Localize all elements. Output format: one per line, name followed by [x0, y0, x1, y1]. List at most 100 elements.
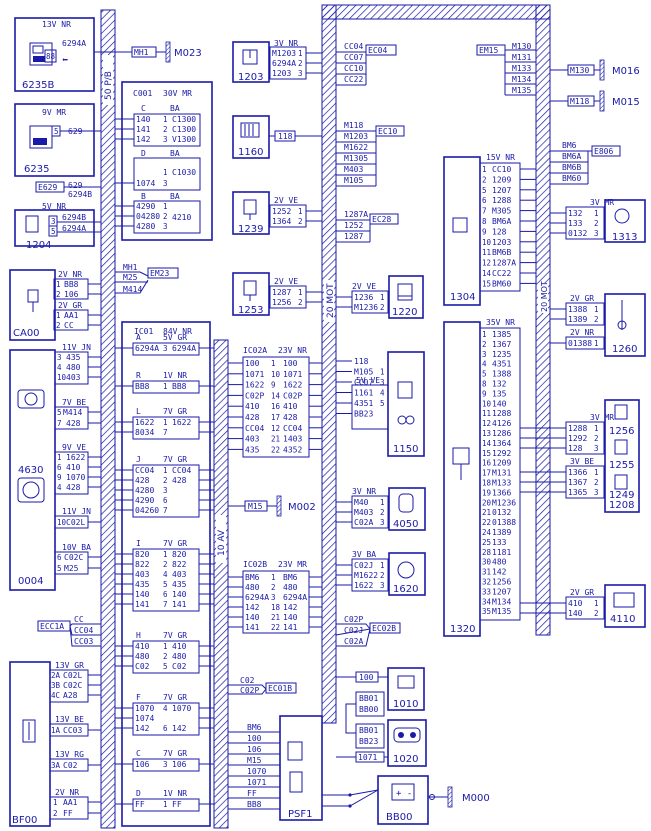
- bus-top-right: 20 MOT: [321, 4, 551, 636]
- cell-text: M134: [492, 597, 511, 606]
- component-1256[interactable]: 3V MR 1256 1255 1249 1208 3V BE: [565, 399, 640, 513]
- cell-text: 1388: [492, 370, 511, 379]
- row: 4280: [136, 222, 155, 231]
- component-id: 1255: [609, 460, 634, 471]
- cell-text: CC07: [354, 378, 373, 387]
- component-1220[interactable]: 2V VE 1220: [351, 275, 424, 319]
- component-1010[interactable]: 100 1010 BB01 BB00: [336, 667, 425, 717]
- component-ca00[interactable]: CA00 2V NR 1 BB8 2 106 2V GR 1 AA1 2 CC: [9, 269, 101, 341]
- component-id: 1304: [450, 292, 475, 303]
- ground-m015: M118 M015: [550, 90, 640, 112]
- cell-text: 16: [482, 459, 492, 468]
- connector: 30V MR: [163, 89, 192, 98]
- cell-text: 410: [172, 642, 187, 651]
- cell-text: C02A: [354, 518, 373, 527]
- cell-text: 142: [245, 603, 260, 612]
- component-4630[interactable]: 4630 0004 11V JN 3 435 4 480 10 403 7V B…: [9, 343, 91, 591]
- cell-text: 1: [594, 424, 599, 433]
- component-c001[interactable]: C001 30V MR C BA 140 1 C1300 141 2 C1300…: [121, 81, 213, 241]
- component-1253[interactable]: 1253 2V VE: [232, 272, 307, 316]
- component-4050[interactable]: 3V NR 4050: [351, 487, 426, 531]
- row: 6: [57, 553, 62, 562]
- row: FF: [63, 809, 73, 818]
- component-id: 4110: [610, 614, 635, 625]
- component-1260[interactable]: 2V GR 2V NR 1260: [565, 293, 646, 357]
- component-6235[interactable]: 9V MR 5 629 6235: [14, 103, 101, 177]
- cell-text: 140: [283, 613, 298, 622]
- component-1020[interactable]: BB01 BB23 1020 1071: [336, 703, 427, 767]
- cell-text: CC10: [492, 165, 511, 174]
- cell-text: D: [136, 789, 141, 798]
- component-id: 1620: [393, 584, 418, 595]
- row: 1: [53, 798, 58, 807]
- cell-text: C02: [172, 662, 187, 671]
- cell-text: 16: [271, 402, 281, 411]
- cell-text: 480: [172, 652, 187, 661]
- label-m131: M131: [512, 53, 531, 62]
- cell-text: C: [136, 749, 141, 758]
- cell-text: 01388: [492, 518, 516, 527]
- cell-text: 2: [271, 583, 276, 592]
- component-1620[interactable]: 3V BA 1620: [351, 550, 426, 596]
- bus-50-pb-label: 50 P/B: [104, 71, 114, 100]
- cell-text: 1: [298, 207, 303, 216]
- cell-text: 1389: [568, 315, 587, 324]
- row: C1300: [172, 115, 196, 124]
- cell-text: 1070: [247, 767, 266, 776]
- cell-text: 410: [568, 599, 583, 608]
- cell-text: 1364: [272, 217, 291, 226]
- component-bf00[interactable]: BF00 13V GR 2A C02L 3B C02C 4C A28 13V B…: [9, 661, 89, 827]
- cell-text: 3: [482, 350, 487, 359]
- connector-a: 2V NR: [58, 270, 82, 279]
- component-1204[interactable]: 5V NR 3 5 6294B 6294A 1204: [14, 202, 101, 251]
- cell-text: 1292: [492, 449, 511, 458]
- ground-m016: M130 M016: [550, 59, 640, 81]
- bus-20-mot: 20 MOT: [321, 4, 337, 724]
- cell-text: 141: [135, 600, 150, 609]
- cell-text: 17: [271, 413, 280, 422]
- cell-text: 142: [172, 724, 187, 733]
- component-1150[interactable]: 1150 5V VE: [351, 351, 425, 457]
- splice-ec02b: C02P C02J C02A EC02B: [335, 615, 401, 647]
- cell-text: 1292: [568, 434, 587, 443]
- cell-text: 18: [271, 603, 281, 612]
- component-4110[interactable]: 2V GR 4110: [565, 584, 646, 628]
- row: 4: [57, 363, 62, 372]
- row: 4290: [136, 202, 155, 211]
- component-1203[interactable]: 1203 3V NR: [232, 39, 307, 83]
- label-ec28: EC28: [372, 215, 391, 224]
- row: 428: [66, 419, 81, 428]
- component-1239[interactable]: 1239 2V VE: [232, 191, 307, 235]
- row: C1300: [172, 125, 196, 134]
- label-6294b: 6294B: [68, 190, 92, 199]
- row: 3: [163, 222, 168, 231]
- cell-text: 100: [283, 359, 298, 368]
- cell-text: M133: [492, 479, 511, 488]
- component-6235b[interactable]: 13V NR 6294A 88 ⬅ 6235B: [14, 17, 132, 92]
- row: 2: [163, 125, 168, 134]
- group-d-head: D: [141, 149, 146, 158]
- row: 3: [57, 353, 62, 362]
- label-c02p: C02P: [344, 615, 363, 624]
- label-cc04: CC04: [344, 42, 363, 51]
- component-bb00[interactable]: + - BB00 M000: [322, 775, 490, 825]
- cell-text: 1071: [283, 370, 302, 379]
- row: 3: [163, 135, 168, 144]
- component-1160[interactable]: 1160 118: [232, 115, 322, 159]
- bus-10-av-label: 10 AV: [217, 529, 227, 556]
- cell-text: 132: [568, 209, 583, 218]
- cell-text: H: [136, 631, 141, 640]
- label-cc03: CC03: [74, 637, 93, 646]
- row: M414: [63, 408, 82, 417]
- cell-text: 3: [380, 581, 385, 590]
- cell-text: 1: [380, 498, 385, 507]
- label-m403: M403: [344, 165, 363, 174]
